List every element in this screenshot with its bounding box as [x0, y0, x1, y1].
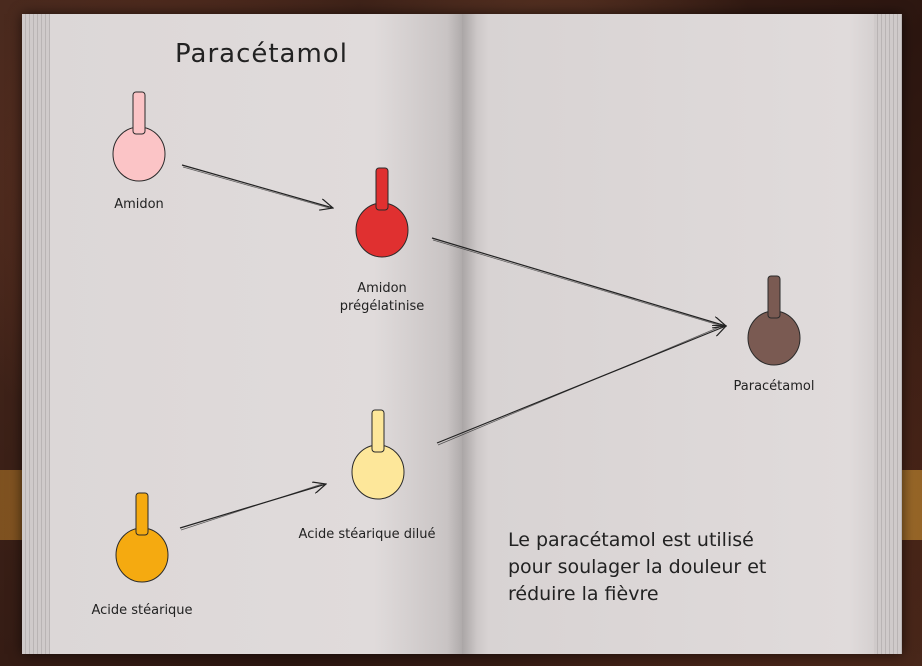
note-text: Le paracétamol est utilisé pour soulager … [508, 529, 766, 605]
flask-label-line: Amidon [357, 281, 407, 296]
flask-label-line: Acide stéarique [91, 603, 192, 618]
left-page-edges [22, 14, 50, 654]
arrow-sketch-stroke [432, 239, 723, 327]
flask-neck [767, 275, 781, 319]
flask-acide_stearique: Acide stéarique [91, 492, 193, 618]
flask-bulb [355, 202, 409, 258]
flask-label: Acide stéarique [91, 603, 192, 618]
flask-label: Amidon prégélatinise [340, 281, 424, 314]
note-line: Le paracétamol est utilisé [508, 529, 754, 551]
arrow-sketch-stroke [180, 483, 323, 531]
note-line: réduire la fièvre [508, 583, 659, 605]
arrow-sketch-stroke [182, 166, 330, 209]
flask-label: Amidon [114, 197, 164, 212]
flask-amidon_pregel: Amidon prégélatinise [340, 167, 424, 314]
flask-bulb [115, 527, 169, 583]
flask-bulb [351, 444, 405, 500]
flask-label-line: Paracétamol [734, 379, 815, 394]
flask-neck [132, 91, 146, 135]
arrow-sketch-stroke [437, 325, 723, 446]
flask-label: Acide stéarique dilué [299, 527, 436, 542]
flask-neck [375, 167, 389, 211]
flask-acide_stearique_dilue: Acide stéarique dilué [299, 409, 436, 542]
left-page [22, 14, 462, 654]
flask-label-line: Acide stéarique dilué [299, 527, 436, 542]
flask-amidon: Amidon [112, 91, 166, 212]
flask-neck [135, 492, 149, 536]
flask-paracetamol: Paracétamol [734, 275, 815, 394]
page-title: Paracétamol [175, 39, 348, 69]
flask-neck [371, 409, 385, 453]
arrow-acide_stearique-to-acide_stearique_dilue [179, 484, 326, 529]
flask-bulb [747, 310, 801, 366]
flask-bulb [112, 126, 166, 182]
right-page-edges [874, 14, 902, 654]
book-spine [447, 14, 477, 654]
flask-label: Paracétamol [734, 379, 815, 394]
arrow-amidon_pregel-to-paracetamol [431, 237, 726, 326]
flask-label-line: prégélatinise [340, 299, 424, 314]
note-line: pour soulager la douleur et [508, 556, 766, 578]
flask-label-line: Amidon [114, 197, 164, 212]
edges-layer [179, 164, 726, 531]
arrow-amidon-to-amidon_pregel [181, 164, 333, 208]
right-page [462, 14, 902, 654]
